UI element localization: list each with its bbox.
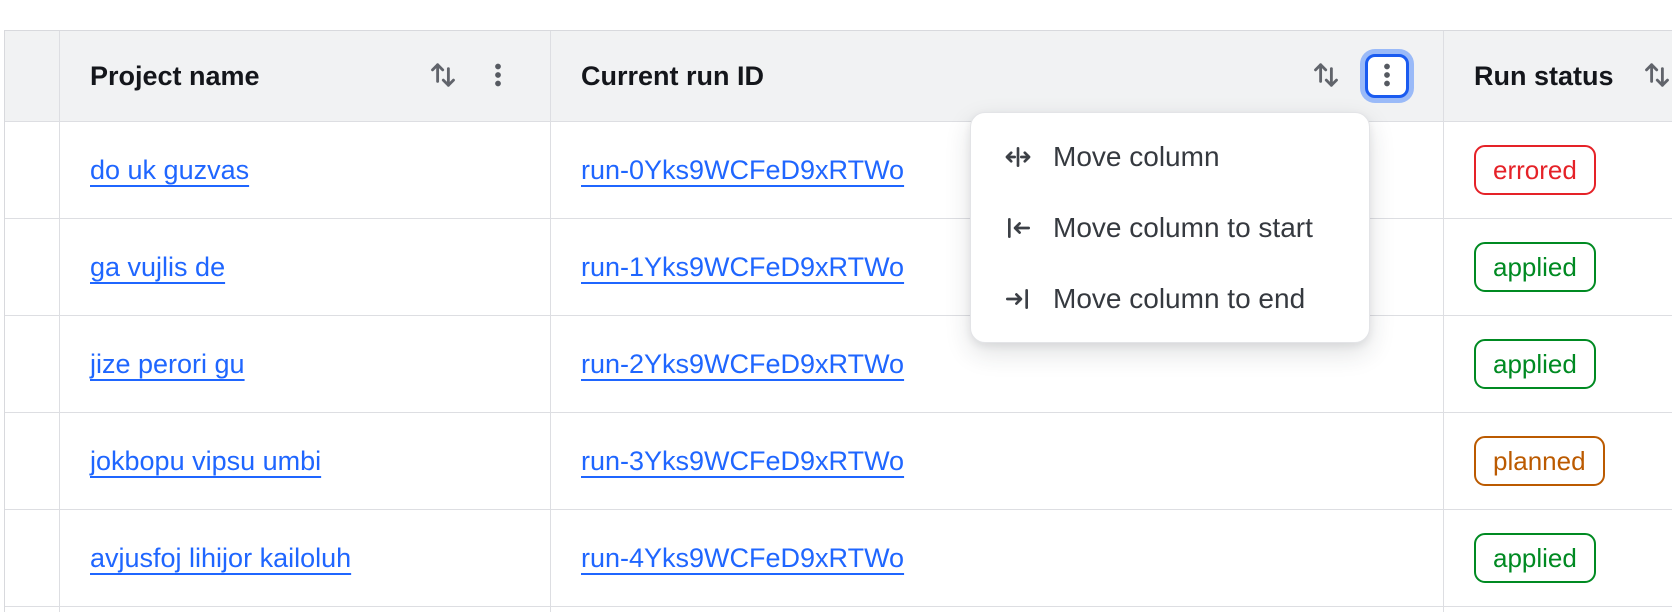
run-status-cell: applied [1444, 219, 1672, 315]
project-link[interactable]: jize perori gu [90, 348, 245, 379]
run-id-link[interactable]: run-0Yks9WCFeD9xRTWo [581, 154, 905, 185]
run-id-link[interactable]: run-1Yks9WCFeD9xRTWo [581, 251, 905, 282]
menu-item-move-column-to-end[interactable]: Move column to end [971, 263, 1369, 334]
project-name-cell: jokbopu vipsu umbi [60, 413, 551, 509]
project-name-cell: avjusfoj lihijor kailoluh [60, 510, 551, 606]
run-id-cell: run-2Yks9WCFeD9xRTWo [551, 316, 1444, 412]
table-row: jokbopu vipsu umbi run-3Yks9WCFeD9xRTWo … [5, 413, 1672, 510]
run-id-link[interactable]: run-4Yks9WCFeD9xRTWo [581, 542, 905, 573]
column-options-button-current-run-id[interactable] [1365, 54, 1409, 98]
column-label-current-run-id: Current run ID [581, 60, 765, 91]
column-header-run-status: Run status [1444, 31, 1672, 121]
gutter-cell [5, 219, 60, 315]
run-id-cell: run-1Yks9WCFeD9xRTWo [551, 219, 1444, 315]
project-name-cell: jize perori gu [60, 316, 551, 412]
table-row: ga vujlis de run-1Yks9WCFeD9xRTWo applie… [5, 219, 1672, 316]
menu-item-move-column[interactable]: Move column [971, 121, 1369, 192]
run-id-link[interactable]: run-3Yks9WCFeD9xRTWo [581, 445, 905, 476]
project-link[interactable]: ga vujlis de [90, 251, 226, 282]
status-badge: applied [1474, 533, 1596, 583]
advanced-table: Project name Current run ID Run status [4, 30, 1672, 612]
table-row: jize perori gu run-2Yks9WCFeD9xRTWo appl… [5, 316, 1672, 413]
table-header-row: Project name Current run ID Run status [5, 31, 1672, 122]
status-badge: applied [1474, 339, 1596, 389]
menu-item-label: Move column to end [1053, 282, 1306, 314]
move-column-start-icon [1002, 212, 1034, 244]
sort-button-run-status[interactable] [1640, 59, 1672, 93]
run-id-link[interactable]: run-2Yks9WCFeD9xRTWo [581, 348, 905, 379]
gutter-cell [5, 122, 60, 218]
gutter-cell [5, 607, 60, 612]
run-id-cell: run-3Yks9WCFeD9xRTWo [551, 413, 1444, 509]
run-id-cell: run-4Yks9WCFeD9xRTWo [551, 510, 1444, 606]
run-status-cell: planned [1444, 413, 1672, 509]
sort-icon [426, 58, 460, 95]
column-options-menu: Move column Move column to start Move co… [970, 112, 1370, 343]
project-link[interactable]: avjusfoj lihijor kailoluh [90, 542, 352, 573]
sort-button-current-run-id[interactable] [1309, 59, 1343, 93]
column-label-run-status: Run status [1474, 60, 1614, 91]
project-link[interactable]: jokbopu vipsu umbi [90, 445, 322, 476]
gutter-cell [5, 413, 60, 509]
status-badge: planned [1474, 436, 1605, 486]
sort-icon [1640, 58, 1672, 95]
gutter-cell [5, 510, 60, 606]
run-status-cell [1444, 607, 1672, 612]
gutter-header-cell [5, 31, 60, 121]
column-options-button-project-name[interactable] [480, 54, 516, 98]
run-status-cell: applied [1444, 316, 1672, 412]
column-label-project-name: Project name [90, 60, 260, 91]
run-status-cell: applied [1444, 510, 1672, 606]
kebab-icon [483, 60, 513, 93]
run-status-cell: errored [1444, 122, 1672, 218]
status-badge: applied [1474, 242, 1596, 292]
menu-item-move-column-to-start[interactable]: Move column to start [971, 192, 1369, 263]
table-row-partial [5, 607, 1672, 612]
kebab-icon [1372, 60, 1402, 93]
project-name-cell [60, 607, 551, 612]
table-row: do uk guzvas run-0Yks9WCFeD9xRTWo errore… [5, 122, 1672, 219]
project-name-cell: do uk guzvas [60, 122, 551, 218]
run-id-cell [551, 607, 1444, 612]
status-badge: errored [1474, 145, 1596, 195]
project-link[interactable]: do uk guzvas [90, 154, 250, 185]
column-header-project-name: Project name [60, 31, 551, 121]
run-id-cell: run-0Yks9WCFeD9xRTWo [551, 122, 1444, 218]
move-column-icon [1002, 141, 1034, 173]
move-column-end-icon [1002, 283, 1034, 315]
gutter-cell [5, 316, 60, 412]
project-name-cell: ga vujlis de [60, 219, 551, 315]
menu-item-label: Move column to start [1053, 211, 1313, 243]
table-row: avjusfoj lihijor kailoluh run-4Yks9WCFeD… [5, 510, 1672, 607]
sort-button-project-name[interactable] [426, 59, 460, 93]
sort-icon [1309, 58, 1343, 95]
menu-item-label: Move column [1053, 140, 1220, 172]
column-header-current-run-id: Current run ID [551, 31, 1444, 121]
